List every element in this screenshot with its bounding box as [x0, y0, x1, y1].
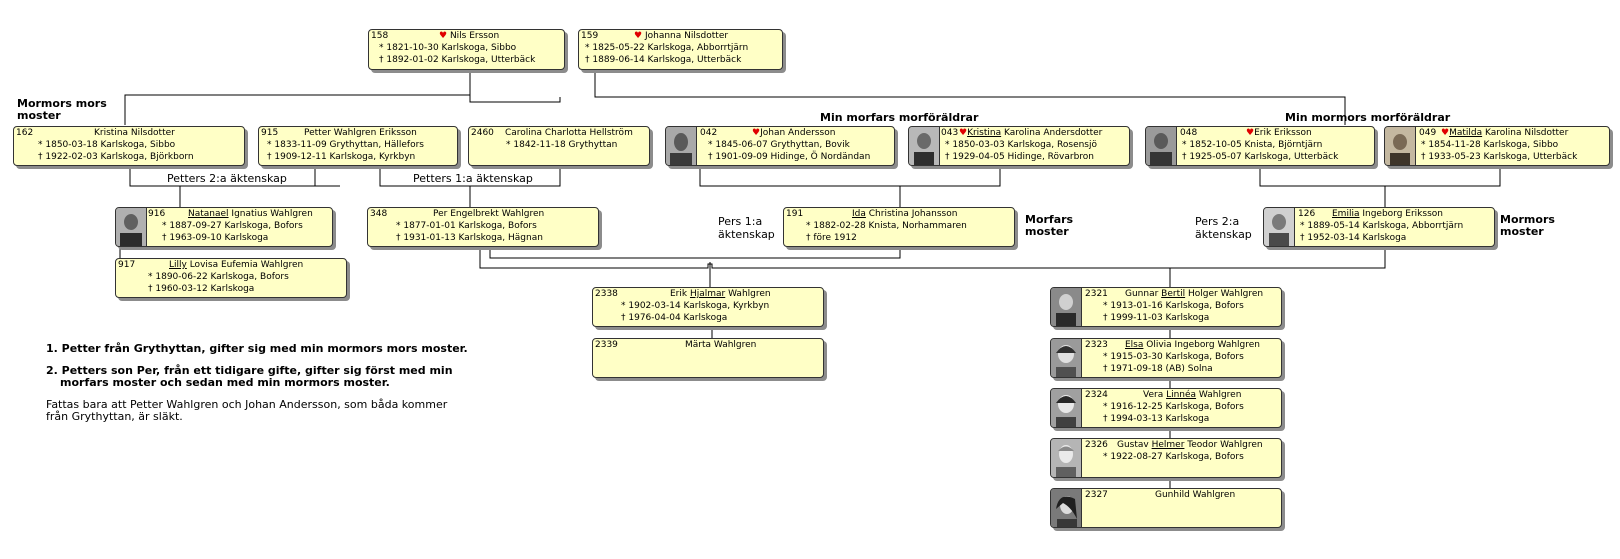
birth-text: * 1922-08-27 Karlskoga, Bofors	[1103, 452, 1244, 462]
birth-text: * 1913-01-16 Karlskoga, Bofors	[1103, 301, 1244, 311]
person-box-2324[interactable]: 2324 Vera Linnéa Wahlgren * 1916-12-25 K…	[1050, 388, 1282, 428]
death-text: † 1976-04-04 Karlskoga	[621, 313, 728, 323]
portrait-photo-icon	[1146, 127, 1177, 165]
person-box-2326[interactable]: 2326 Gustav Helmer Teodor Wahlgren * 192…	[1050, 438, 1282, 478]
death-text: † 1971-09-18 (AB) Solna	[1103, 364, 1213, 374]
header-mormors-morforaldrar: Min mormors morföräldrar	[1285, 111, 1451, 124]
person-box-2460[interactable]: 2460 Carolina Charlotta Hellström * 1842…	[468, 126, 650, 166]
header-mormors-moster: Mormors moster	[1500, 213, 1555, 238]
person-box-2339[interactable]: 2339 Märta Wahlgren	[592, 338, 824, 378]
death-text: † 1999-11-03 Karlskoga	[1103, 313, 1210, 323]
birth-text: * 1887-09-27 Karlskoga, Bofors	[162, 221, 303, 231]
person-box-049[interactable]: 049 ♥Matilda Karolina Nilsdotter * 1854-…	[1384, 126, 1610, 166]
heart-icon: ♥	[959, 128, 968, 138]
person-box-348[interactable]: 348 Per Engelbrekt Wahlgren * 1877-01-01…	[367, 207, 599, 247]
birth-text: * 1882-02-28 Knista, Norhammaren	[806, 221, 967, 231]
person-box-917[interactable]: 917 Lilly Lovisa Eufemia Wahlgren * 1890…	[115, 258, 347, 298]
label-pers-2: Pers 2:a äktenskap	[1195, 215, 1252, 241]
heart-icon: ♥	[1441, 128, 1450, 138]
heart-icon: ♥	[439, 31, 448, 41]
birth-text: * 1854-11-28 Karlskoga, Sibbo	[1421, 140, 1559, 150]
death-text: † 1929-04-05 Hidinge, Rövarbron	[945, 152, 1095, 162]
birth-text: * 1915-03-30 Karlskoga, Bofors	[1103, 352, 1244, 362]
note-1: 1. Petter från Grythyttan, gifter sig me…	[46, 342, 468, 355]
birth-text: * 1916-12-25 Karlskoga, Bofors	[1103, 402, 1244, 412]
person-box-158[interactable]: 158 ♥ Nils Ersson * 1821-10-30 Karlskoga…	[368, 29, 565, 70]
death-text: † 1952-03-14 Karlskoga	[1300, 233, 1407, 243]
notes-text: 1. Petter från Grythyttan, gifter sig me…	[46, 343, 506, 433]
birth-text: * 1889-05-14 Karlskoga, Abborrtjärn	[1300, 221, 1464, 231]
death-text: † 1909-12-11 Karlskoga, Kyrkbyn	[267, 152, 416, 162]
person-box-916[interactable]: 916 Natanael Ignatius Wahlgren * 1887-09…	[115, 207, 333, 247]
death-text: † 1933-05-23 Karlskoga, Utterbäck	[1421, 152, 1578, 162]
heart-icon: ♥	[752, 128, 761, 138]
death-text: † 1925-05-07 Karlskoga, Utterbäck	[1182, 152, 1339, 162]
note-2a: 2. Petters son Per, från ett tidigare gi…	[46, 364, 453, 377]
portrait-photo-icon	[1385, 127, 1416, 165]
death-text: † 1892-01-02 Karlskoga, Utterbäck	[379, 55, 536, 65]
portrait-photo-icon	[909, 127, 940, 165]
death-text: † 1994-03-13 Karlskoga	[1103, 414, 1210, 424]
death-text: † 1931-01-13 Karlskoga, Hägnan	[396, 233, 543, 243]
portrait-photo-icon	[1264, 208, 1295, 246]
birth-text: * 1842-11-18 Grythyttan	[506, 140, 618, 150]
label-pers-1: Pers 1:a äktenskap	[718, 215, 775, 241]
death-text: † 1889-06-14 Karlskoga, Utterbäck	[585, 55, 742, 65]
death-text: † 1960-03-12 Karlskoga	[148, 284, 255, 294]
death-text: † 1901-09-09 Hidinge, Ö Nordändan	[708, 152, 871, 162]
birth-text: * 1850-03-18 Karlskoga, Sibbo	[38, 140, 176, 150]
header-mormors-mors-moster: Mormors mors moster	[17, 97, 107, 122]
note-3a: Fattas bara att Petter Wahlgren och Joha…	[46, 398, 448, 411]
portrait-photo-icon	[1051, 489, 1082, 527]
label-petters-2: Petters 2:a äktenskap	[167, 172, 287, 185]
person-box-2323[interactable]: 2323 Elsa Olivia Ingeborg Wahlgren * 191…	[1050, 338, 1282, 378]
header-morfars-morforaldrar: Min morfars morföräldrar	[820, 111, 979, 124]
birth-text: * 1833-11-09 Grythyttan, Hällefors	[267, 140, 424, 150]
label-petters-1: Petters 1:a äktenskap	[413, 172, 533, 185]
person-box-048[interactable]: 048 ♥Erik Eriksson * 1852-10-05 Knista, …	[1145, 126, 1375, 166]
person-box-159[interactable]: 159 ♥ Johanna Nilsdotter * 1825-05-22 Ka…	[578, 29, 783, 70]
birth-text: * 1845-06-07 Grythyttan, Bovik	[708, 140, 850, 150]
person-box-162[interactable]: 162 Kristina Nilsdotter * 1850-03-18 Kar…	[13, 126, 245, 166]
portrait-photo-icon	[1051, 439, 1082, 477]
birth-text: * 1852-10-05 Knista, Björntjärn	[1182, 140, 1323, 150]
person-box-042[interactable]: 042 ♥Johan Andersson * 1845-06-07 Grythy…	[665, 126, 895, 166]
person-box-915[interactable]: 915 Petter Wahlgren Eriksson * 1833-11-0…	[258, 126, 458, 166]
person-box-2321[interactable]: 2321 Gunnar Bertil Holger Wahlgren * 191…	[1050, 287, 1282, 327]
person-box-126[interactable]: 126 Emilia Ingeborg Eriksson * 1889-05-1…	[1263, 207, 1495, 247]
birth-text: * 1850-03-03 Karlskoga, Rosensjö	[945, 140, 1098, 150]
birth-text: * 1821-10-30 Karlskoga, Sibbo	[379, 43, 517, 53]
header-morfars-moster: Morfars moster	[1025, 213, 1074, 238]
portrait-photo-icon	[666, 127, 697, 165]
person-box-2327[interactable]: 2327 Gunhild Wahlgren	[1050, 488, 1282, 528]
note-3b: från Grythyttan, är släkt.	[46, 410, 183, 423]
heart-icon: ♥	[634, 31, 643, 41]
birth-text: * 1877-01-01 Karlskoga, Bofors	[396, 221, 537, 231]
person-box-2338[interactable]: 2338 Erik Hjalmar Wahlgren * 1902-03-14 …	[592, 287, 824, 327]
person-box-191[interactable]: 191 Ida Christina Johansson * 1882-02-28…	[783, 207, 1015, 247]
death-text: † 1963-09-10 Karlskoga	[162, 233, 269, 243]
birth-text: * 1825-05-22 Karlskoga, Abborrtjärn	[585, 43, 749, 53]
portrait-photo-icon	[116, 208, 147, 246]
portrait-photo-icon	[1051, 389, 1082, 427]
heart-icon: ♥	[1246, 128, 1255, 138]
death-text: † 1922-02-03 Karlskoga, Björkborn	[38, 152, 194, 162]
note-2b: morfars moster och sedan med min mormors…	[60, 376, 390, 389]
person-box-043[interactable]: 043 ♥Kristina Karolina Andersdotter * 18…	[908, 126, 1130, 166]
portrait-photo-icon	[1051, 339, 1082, 377]
portrait-photo-icon	[1051, 288, 1082, 326]
birth-text: * 1902-03-14 Karlskoga, Kyrkbyn	[621, 301, 770, 311]
birth-text: * 1890-06-22 Karlskoga, Bofors	[148, 272, 289, 282]
death-text: † före 1912	[806, 233, 857, 243]
